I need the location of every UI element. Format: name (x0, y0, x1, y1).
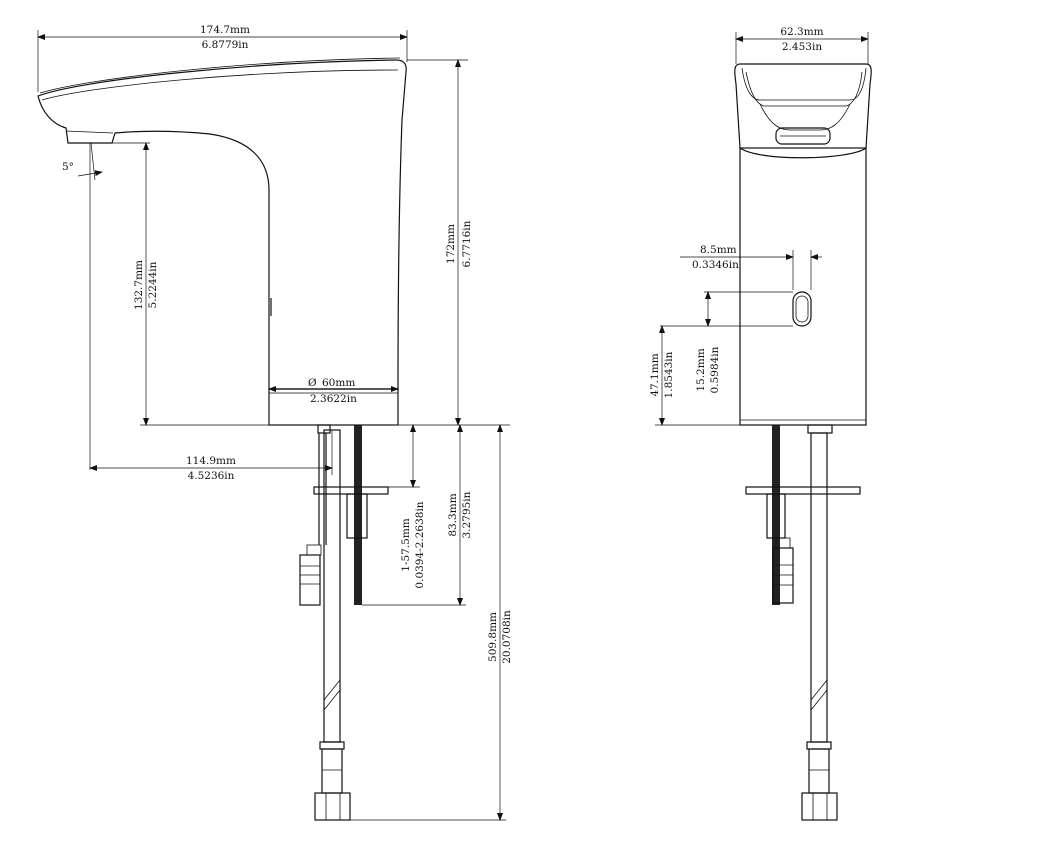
front-mounting-plate (745, 486, 861, 495)
front-view: 62.3mm 2.453in 8.5mm 0.3346in 15.2mm 0.5… (649, 26, 872, 821)
front-supply-hose (810, 432, 828, 743)
sensor-window (792, 291, 812, 327)
aerator-front (775, 127, 831, 145)
height-mm-label: 172mm (445, 224, 457, 264)
sensor-cable-plug (299, 554, 321, 606)
front-cable-plug (772, 547, 794, 604)
shank-in-label: 3.2795in (461, 491, 473, 538)
threaded-rod (354, 425, 362, 605)
height-in-label: 6.7716in (461, 220, 473, 267)
side-view: 174.7mm 6.8779in 172mm 6.7716in 132.7mm … (37, 24, 513, 821)
mounting-plate (313, 486, 389, 495)
front-connector-nut (801, 792, 838, 821)
hose-connector-nut (314, 792, 351, 821)
sensor-width-mm-label: 8.5mm (700, 244, 737, 256)
front-width-in-label: 2.453in (782, 41, 822, 53)
sensor-height-mm-label: 15.2mm (695, 348, 707, 391)
length-mm-label: 174.7mm (200, 24, 250, 36)
diameter-symbol: Ø (308, 377, 317, 389)
deck-mm-label: 1-57.5mm (400, 518, 412, 572)
faucet-front-head (734, 63, 872, 159)
reach-mm-label: 114.9mm (186, 455, 236, 467)
sensor-position-mm-label: 47.1mm (649, 353, 661, 396)
deck-in-label: 0.0394-2.2638in (414, 501, 426, 588)
faucet-side-body (37, 59, 407, 390)
faucet-side-upper-edge (39, 57, 401, 94)
sensor-height-in-label: 0.5984in (709, 346, 721, 393)
clearance-mm-label: 132.7mm (133, 260, 145, 310)
sensor-width-in-label: 0.3346in (692, 259, 739, 271)
clearance-in-label: 5.2244in (147, 261, 159, 308)
hose-mm-label: 509.8mm (487, 612, 499, 662)
mounting-nut (346, 493, 368, 539)
faucet-front-body (739, 147, 867, 426)
sensor-position-in-label: 1.8543in (663, 351, 675, 398)
reach-in-label: 4.5236in (188, 470, 235, 482)
length-in-label: 6.8779in (202, 39, 249, 51)
diameter-in-label: 2.3622in (310, 393, 357, 405)
angle-label: 5° (62, 161, 74, 173)
diameter-mm-label: 60mm (322, 377, 355, 389)
front-threaded-rod (772, 425, 780, 605)
front-width-mm-label: 62.3mm (780, 26, 823, 38)
hose-in-label: 20.0708in (501, 610, 513, 664)
shank-mm-label: 83.3mm (447, 493, 459, 536)
faucet-side-top-line (41, 69, 399, 101)
